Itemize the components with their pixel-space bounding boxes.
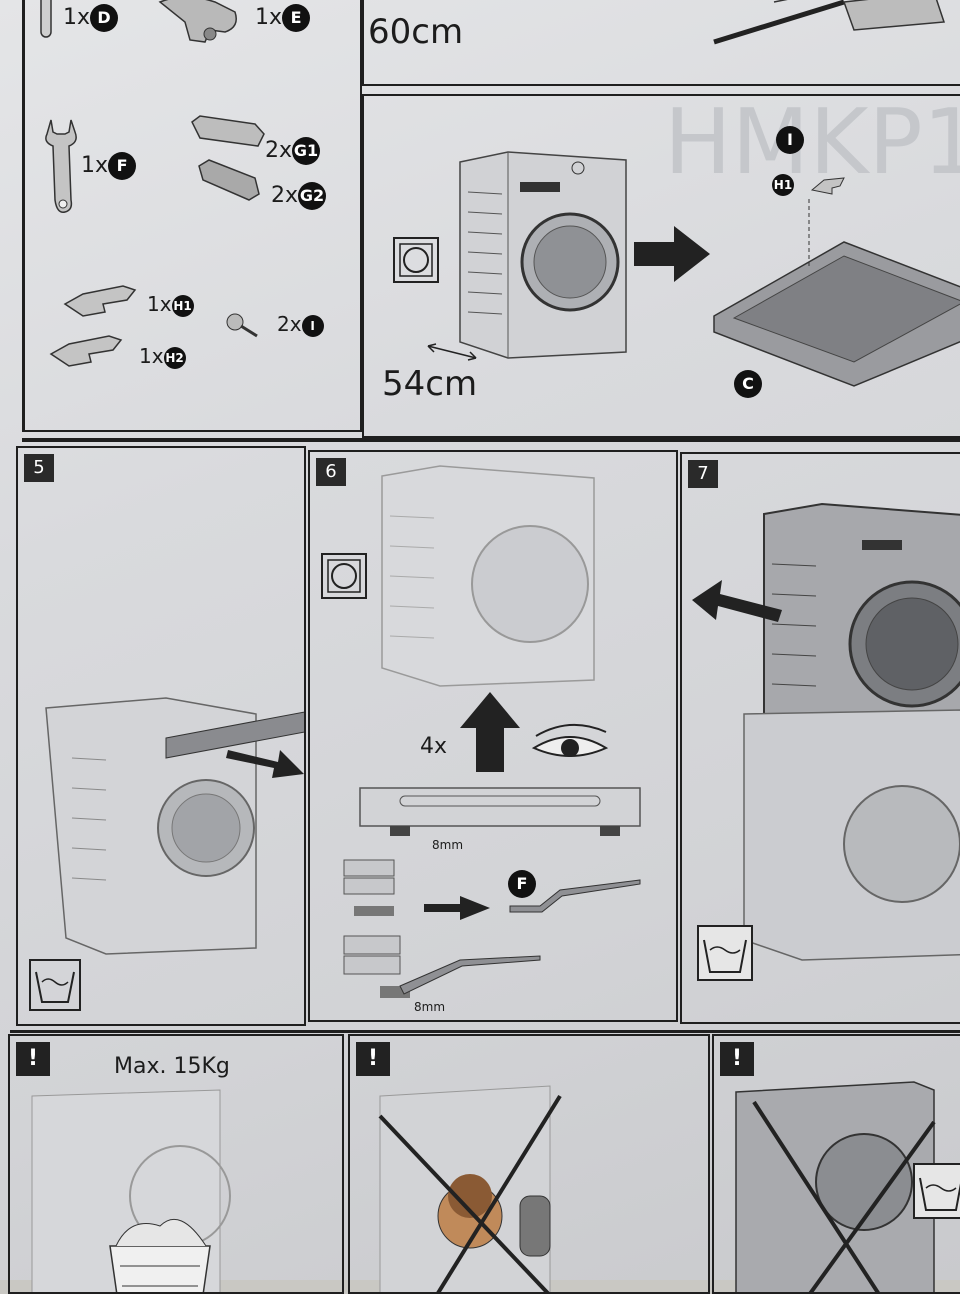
push-back-arrow-icon [692,580,782,622]
step7-panel: 7 [680,452,960,1024]
eye-icon [531,723,609,757]
step6-panel: 6 4x 8mm F [308,450,678,1022]
part-c-code: C [734,370,762,398]
step7-number: 7 [688,460,718,488]
step6-number: 6 [316,458,346,486]
part-g2-illustration [198,159,260,201]
count-4x-label: 4x [420,734,448,759]
base-levelling-illustration [359,787,641,836]
part-f-code: F [108,152,137,180]
max-load-label: Max. 15Kg [114,1054,230,1079]
part-h1-badge: H1 [772,174,794,196]
bottom-divider [10,1030,960,1033]
bracket-h1-illustration [810,177,845,195]
dryer-ghost-illustration [381,465,595,687]
tool-f-badge: F [508,870,536,898]
warning-no-stack-panel: ! [712,1034,960,1294]
warning-no-children-panel: ! [348,1034,710,1294]
part-i-qty: 2x [277,312,302,336]
width-60cm-label: 60cm [368,12,464,52]
step5-number: 5 [24,454,54,482]
part-d-illustration [40,0,52,38]
part-g1-code: G1 [292,137,321,165]
wash-tub-symbol-icon-warning [913,1163,960,1219]
wrench-icon [45,119,77,213]
foot-adjust-illustration [343,859,641,998]
section-divider [22,438,960,442]
part-h1-code: H1 [171,294,194,317]
part-i-code-step4: I [776,126,804,154]
part-h2-code: H2 [163,346,186,369]
step3-panel: 60cm [362,0,960,86]
part-d-code: D [90,4,119,32]
wash-tub-symbol-icon [29,959,81,1011]
arrow-up-icon [460,692,520,772]
part-h1-qty: 1x [147,292,172,316]
part-d-qty: 1x [63,5,91,30]
pull-out-arrow-icon [226,750,304,778]
ghost-watermark: HMKP1 [664,94,960,195]
washer-laundry-basket-illustration [31,1089,231,1292]
part-c-badge: C [734,370,762,398]
width-54cm-label: 54cm [382,364,478,404]
warning-triangle-icon-2: ! [356,1042,390,1076]
dryer-illustration [459,151,627,359]
washer-under-illustration [743,709,960,961]
base-c-illustration [713,196,960,387]
dryer-symbol-icon-step6 [321,553,367,599]
part-i-code: I [301,314,324,337]
width-dimension-arrow [427,343,477,361]
part-h2-illustration [49,335,123,367]
stacked-dryer-illustration [763,502,960,752]
gap-bottom-label: 8mm [414,1000,446,1014]
part-h2-qty: 1x [139,344,164,368]
part-e-qty: 1x [255,5,283,30]
dryer-symbol-icon [393,237,439,283]
part-i-badge: I [776,126,804,154]
part-e-illustration [158,0,237,43]
screw-icon [226,313,258,338]
part-f-qty: 1x [81,153,109,178]
part-g1-illustration [191,115,265,147]
tool-f-code: F [508,870,536,898]
crossed-appliance-illustration [735,1081,936,1292]
gap-top-label: 8mm [432,838,464,852]
part-e-code: E [282,4,311,32]
step5-panel: 5 [16,446,306,1026]
warning-triangle-icon-3: ! [720,1042,754,1076]
part-h1-illustration [63,285,137,317]
part-h1-code-step4: H1 [772,174,794,196]
step3-illustration [713,0,946,45]
child-on-appliance-illustration [378,1085,562,1292]
part-g2-qty: 2x [271,183,299,208]
arrow-right-icon [634,226,710,282]
step4-panel: HMKP1 [362,94,960,438]
wash-tub-symbol-icon-step7 [697,925,753,981]
part-g1-qty: 2x [265,138,293,163]
warning-max-load-panel: ! Max. 15Kg [8,1034,344,1294]
warning-triangle-icon: ! [16,1042,50,1076]
washer-with-shelf-illustration [45,697,304,955]
part-g2-code: G2 [298,182,327,210]
